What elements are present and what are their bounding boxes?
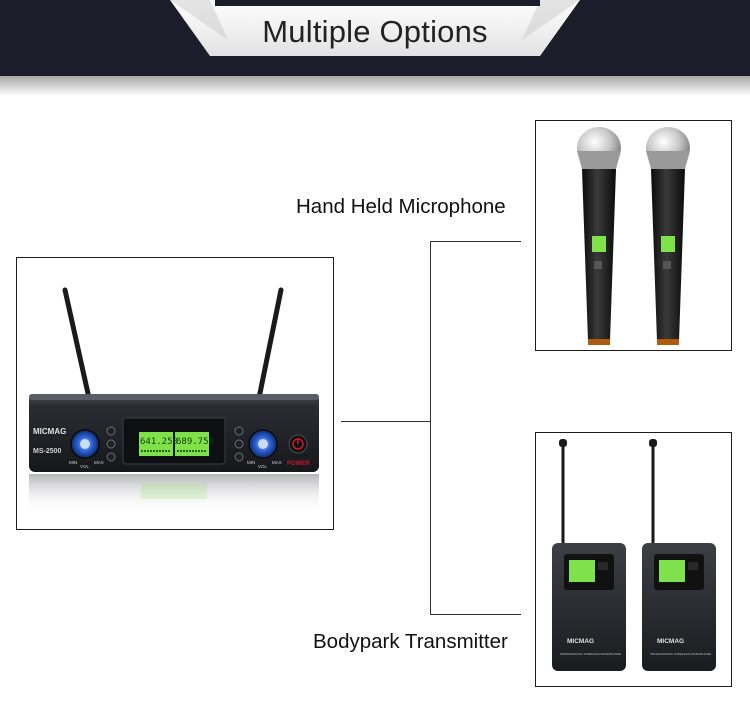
lcd-left-frequency: 641.250 xyxy=(140,437,178,447)
channel-button-left-1[interactable] xyxy=(106,426,116,436)
knob-left-max-label: MAX xyxy=(94,460,104,465)
bodypack-transmitters-illustration: MICMAG PROFESSIONAL WIRELESS MICROPHONE … xyxy=(552,439,716,671)
antenna-right xyxy=(256,287,284,401)
handheld-microphones-illustration xyxy=(577,127,690,345)
bodypack-right-brand: MICMAG xyxy=(657,638,684,645)
receiver-brand-logo: MICMAG xyxy=(33,427,66,436)
microphone-left xyxy=(577,127,621,345)
bodypack-transmitters-photo: MICMAG PROFESSIONAL WIRELESS MICROPHONE … xyxy=(535,432,732,687)
channel-button-right-2[interactable] xyxy=(234,439,244,449)
handheld-microphones-photo xyxy=(535,120,732,351)
receiver-model-label: MS-2500 xyxy=(33,448,62,455)
lcd-screen-right xyxy=(175,432,209,456)
bodypack-left: MICMAG PROFESSIONAL WIRELESS MICROPHONE xyxy=(552,439,626,671)
lcd-screen-left xyxy=(139,432,173,456)
bodypack-right: MICMAG PROFESSIONAL WIRELESS MICROPHONE xyxy=(642,439,716,671)
knob-right-min-label: MIN xyxy=(247,460,255,465)
bodypack-option-label: Bodypark Transmitter xyxy=(313,630,508,653)
connector-line-receiver xyxy=(341,421,430,422)
receiver-illustration: 641.250 689.750 MICMAG MS-2500 MIN MAX V… xyxy=(29,287,319,514)
bodypack-left-subtext: PROFESSIONAL WIRELESS MICROPHONE xyxy=(560,652,621,656)
knob-left-min-label: MIN xyxy=(69,460,77,465)
microphone-right xyxy=(646,127,690,345)
handheld-option-label: Hand Held Microphone xyxy=(296,195,506,218)
knob-right-vol-label: VOL xyxy=(258,464,268,469)
lcd-right-frequency: 689.750 xyxy=(176,437,214,447)
channel-button-right-1[interactable] xyxy=(234,426,244,436)
channel-button-left-3[interactable] xyxy=(106,452,116,462)
header-banner: Multiple Options xyxy=(0,0,750,100)
bodypack-right-subtext: PROFESSIONAL WIRELESS MICROPHONE xyxy=(650,652,711,656)
channel-button-left-2[interactable] xyxy=(106,439,116,449)
banner-background xyxy=(0,0,750,96)
connector-line-handheld xyxy=(430,241,521,242)
knob-right-max-label: MAX xyxy=(272,460,282,465)
receiver-photo: 641.250 689.750 MICMAG MS-2500 MIN MAX V… xyxy=(16,257,334,530)
connector-line-bodypack xyxy=(430,614,521,615)
bodypack-left-brand: MICMAG xyxy=(567,638,594,645)
channel-button-right-3[interactable] xyxy=(234,452,244,462)
page-title: Multiple Options xyxy=(262,14,488,49)
power-label: POWER xyxy=(287,461,310,467)
knob-left-vol-label: VOL xyxy=(80,464,90,469)
antenna-left xyxy=(62,287,92,401)
connector-line-vertical xyxy=(430,241,431,615)
